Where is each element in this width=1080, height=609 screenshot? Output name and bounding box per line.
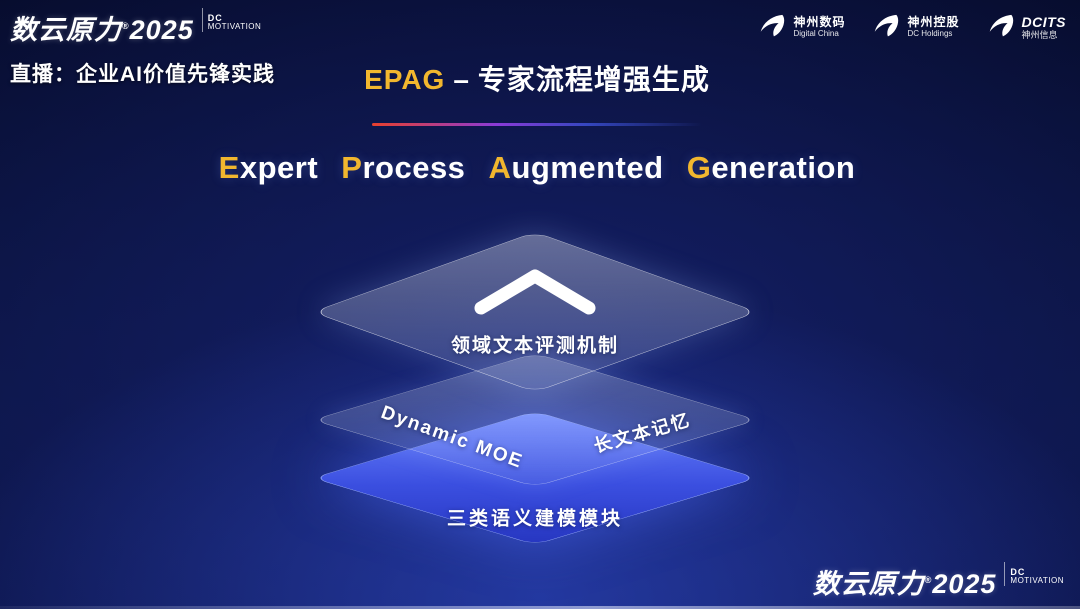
brand-wordmark: 数云原力®2025 [813,562,997,601]
live-stream-label: 直播：企业AI价值先锋实践 [10,63,275,86]
partner-name: DCITS [1021,13,1066,30]
layer-label-evaluation: 领域文本评测机制 [450,335,620,357]
title-separator: – [453,64,470,95]
partner-text: DCITS 神州信息 [1022,14,1067,40]
brand-subtitle: DC MOTIVATION [201,8,262,32]
brand-wordmark: 数云原力®2025 [10,8,194,47]
partner-subname: DC Holdings [907,29,953,39]
subtitle-english: Expert Process Augmented Generation [212,150,863,186]
partner-text: 神州控股 DC Holdings [907,14,960,39]
swoosh-logo-icon [875,14,899,37]
title-chinese: 专家流程增强生成 [477,64,710,95]
gradient-divider [372,123,702,126]
brand-subtitle: DC MOTIVATION [1004,562,1064,586]
chevron-up-icon [474,269,596,315]
title-acronym: EPAG [364,64,446,95]
subtitle-initial: A [488,150,512,185]
registered-mark-icon: ® [924,575,933,585]
brand-motivation: MOTIVATION [1010,576,1064,586]
subtitle-word: Generation [687,150,856,185]
subtitle-word: Process [341,150,465,185]
brand-name: 数云原力 [10,15,122,45]
brand-year: 2025 [129,15,194,45]
subtitle-word: Augmented [489,150,664,185]
page-title: EPAG–专家流程增强生成 [364,58,710,98]
subtitle-initial: P [341,150,363,185]
brand-logo-top: 数云原力®2025 DC MOTIVATION [10,8,261,47]
subtitle-word-rest: ugmented [511,150,664,185]
partner-subname: Digital China [793,29,839,39]
partner-dc-holdings: 神州控股 DC Holdings [871,12,959,42]
registered-mark-icon: ® [122,21,130,31]
brand-logo-bottom: 数云原力®2025 DC MOTIVATION [813,562,1064,601]
subtitle-word: Expert [219,150,319,185]
partner-text: 神州数码 Digital China [793,14,846,39]
partner-name: 神州数码 [793,14,846,29]
partner-logos: 神州数码 Digital China 神州控股 DC Holdings DCIT… [757,12,1066,42]
subtitle-word-rest: xpert [239,150,319,185]
bottom-edge-highlight [0,606,1080,609]
brand-year: 2025 [932,569,997,599]
partner-name: 神州控股 [907,14,960,29]
swoosh-logo-icon [989,14,1013,37]
subtitle-initial: G [686,150,712,185]
swoosh-logo-icon [761,14,785,37]
brand-dc: DC [207,13,223,23]
brand-dc: DC [1010,567,1026,577]
subtitle-word-rest: rocess [362,150,466,185]
layer-label-semantic-modeling: 三类语义建模模块 [446,508,624,530]
brand-motivation: MOTIVATION [207,22,262,32]
subtitle-initial: E [218,150,240,185]
subtitle-word-rest: eneration [711,150,856,185]
partner-digital-china: 神州数码 Digital China [757,12,845,42]
partner-dcits: DCITS 神州信息 [986,12,1067,42]
brand-name: 数云原力 [812,569,925,599]
partner-subname: 神州信息 [1021,29,1058,40]
